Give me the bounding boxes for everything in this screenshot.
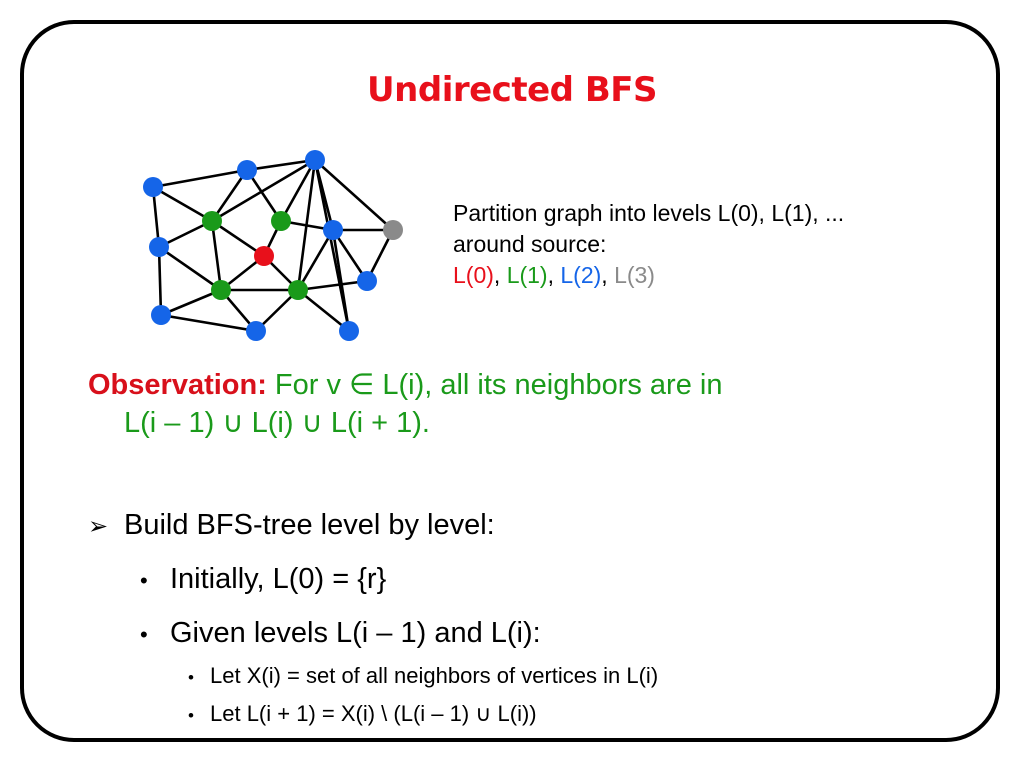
bullet-sub2-text: Given levels L(i – 1) and L(i): bbox=[170, 617, 541, 649]
graph-edge bbox=[210, 219, 266, 258]
level2-node bbox=[143, 177, 163, 197]
level-separator: , bbox=[493, 262, 507, 288]
graph-edge bbox=[245, 158, 317, 172]
level-label-1: L(1) bbox=[506, 262, 548, 288]
bullet-subsub1-text: Let X(i) = set of all neighbors of verti… bbox=[210, 663, 659, 688]
graph-edge bbox=[157, 245, 223, 292]
graph-edge bbox=[159, 288, 223, 317]
level2-node bbox=[305, 150, 325, 170]
bullet-subsub2-text: Let L(i + 1) = X(i) \ (L(i – 1) ∪ L(i)) bbox=[210, 701, 537, 726]
level3-node bbox=[383, 220, 403, 240]
bullet-sub1-text: Initially, L(0) = {r} bbox=[170, 563, 387, 595]
partition-line1: Partition graph into levels L(0), L(1), … bbox=[453, 200, 845, 226]
level-legend: L(0), L(1), L(2), L(3) bbox=[453, 260, 844, 291]
graph-edge bbox=[151, 185, 161, 249]
level-label-3: L(3) bbox=[614, 262, 655, 288]
observation-text: For v ∈ L(i), all its neighbors are in bbox=[266, 369, 723, 401]
dot-bullet-icon: • bbox=[188, 668, 194, 687]
bullet-sub2: • Given levels L(i – 1) and L(i): bbox=[88, 613, 658, 655]
partition-description: Partition graph into levels L(0), L(1), … bbox=[453, 198, 844, 291]
level-separator: , bbox=[601, 262, 615, 288]
graph-edge bbox=[331, 228, 369, 283]
graph-edge bbox=[279, 158, 317, 223]
dot-bullet-icon: • bbox=[188, 706, 194, 725]
graph-edge bbox=[151, 185, 214, 223]
graph-edge bbox=[157, 245, 163, 317]
level2-node bbox=[357, 271, 377, 291]
slide-frame bbox=[20, 20, 1000, 742]
graph-edge bbox=[210, 168, 249, 223]
level2-node bbox=[149, 237, 169, 257]
partition-line2: around source: bbox=[453, 231, 607, 257]
level2-node bbox=[151, 305, 171, 325]
observation: Observation: For v ∈ L(i), all its neigh… bbox=[88, 366, 948, 442]
graph-edge bbox=[245, 168, 283, 223]
level1-node bbox=[271, 211, 291, 231]
graph-edge bbox=[331, 228, 351, 333]
level-label-0: L(0) bbox=[453, 262, 494, 288]
graph-edge bbox=[159, 313, 258, 333]
observation-formula: L(i – 1) ∪ L(i) ∪ L(i + 1). bbox=[124, 407, 430, 439]
slide-title: Undirected BFS bbox=[367, 70, 657, 110]
bullet-subsub1: • Let X(i) = set of all neighbors of ver… bbox=[88, 661, 658, 693]
level0-node bbox=[254, 246, 274, 266]
level2-node bbox=[339, 321, 359, 341]
arrow-bullet-icon: ➢ bbox=[88, 513, 109, 540]
bullet-subsub2: • Let L(i + 1) = X(i) \ (L(i – 1) ∪ L(i)… bbox=[88, 699, 658, 731]
bullet-main-text: Build BFS-tree level by level: bbox=[124, 509, 495, 541]
level1-node bbox=[211, 280, 231, 300]
observation-line1: Observation: For v ∈ L(i), all its neigh… bbox=[88, 366, 948, 404]
level1-node bbox=[202, 211, 222, 231]
bullet-main: ➢ Build BFS-tree level by level: bbox=[88, 505, 658, 547]
graph-edge bbox=[151, 168, 249, 189]
dot-bullet-icon: • bbox=[140, 568, 148, 593]
level2-node bbox=[237, 160, 257, 180]
bullet-sub1: • Initially, L(0) = {r} bbox=[88, 559, 658, 601]
dot-bullet-icon: • bbox=[140, 622, 148, 647]
graph-edge bbox=[313, 158, 395, 232]
graph-edge bbox=[296, 279, 369, 292]
level1-node bbox=[288, 280, 308, 300]
graph-edge bbox=[210, 219, 223, 292]
graph-edge bbox=[296, 228, 335, 292]
level-separator: , bbox=[547, 262, 561, 288]
graph-edge bbox=[296, 288, 351, 333]
bullet-list: ➢ Build BFS-tree level by level: • Initi… bbox=[88, 505, 658, 731]
level2-node bbox=[246, 321, 266, 341]
graph-edge bbox=[210, 158, 317, 223]
level2-node bbox=[323, 220, 343, 240]
level-label-2: L(2) bbox=[560, 262, 602, 288]
observation-label: Observation: bbox=[88, 369, 267, 401]
